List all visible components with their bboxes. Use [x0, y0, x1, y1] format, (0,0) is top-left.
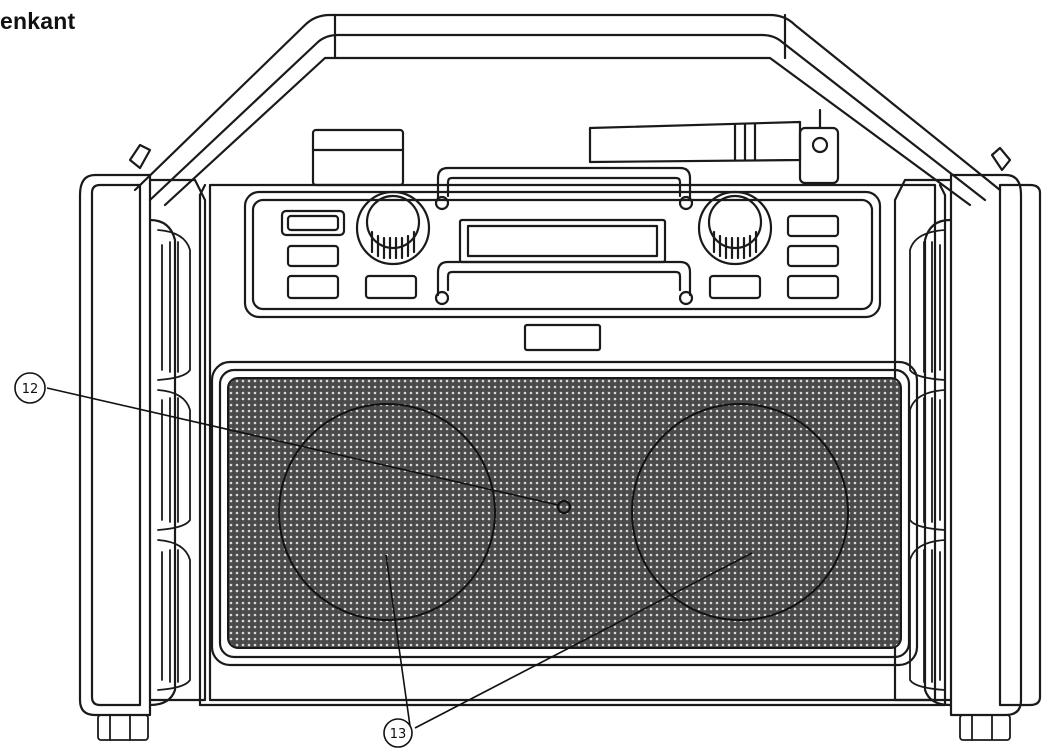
right-button-middle[interactable] — [786, 244, 840, 268]
callout-13: 13 — [383, 718, 413, 748]
display-screen — [458, 218, 667, 264]
panel-arch-bottom — [434, 260, 694, 306]
left-speaker-driver — [278, 403, 496, 621]
right-button-top[interactable] — [786, 214, 840, 238]
speaker-frame — [210, 360, 919, 667]
left-bumper — [78, 173, 207, 717]
left-knob[interactable] — [355, 190, 431, 266]
radio-body — [198, 183, 947, 707]
right-knob[interactable] — [697, 190, 773, 266]
callout-12-label: 12 — [22, 382, 39, 397]
antenna — [311, 108, 840, 187]
section-heading: enkant — [0, 8, 76, 34]
logo-plate — [523, 323, 602, 352]
panel-arch-top — [434, 166, 694, 211]
left-button-bottom[interactable] — [286, 274, 340, 300]
right-speaker-driver — [631, 403, 849, 621]
left-button-bottom-2[interactable] — [364, 274, 418, 300]
callout-13-leader-right — [414, 552, 753, 729]
left-button-middle[interactable] — [286, 244, 340, 268]
callout-12-leader — [46, 387, 559, 506]
control-panel — [243, 190, 882, 319]
callout-13-label: 13 — [390, 727, 407, 742]
callout-13-leader-left — [385, 554, 411, 727]
carry-handle — [128, 13, 1012, 207]
power-button[interactable] — [280, 209, 346, 237]
right-button-bottom-2[interactable] — [708, 274, 762, 300]
left-grip-ribs — [97, 229, 191, 741]
microphone-hole — [556, 499, 572, 515]
right-button-bottom[interactable] — [786, 274, 840, 300]
callout-12: 12 — [14, 372, 46, 404]
